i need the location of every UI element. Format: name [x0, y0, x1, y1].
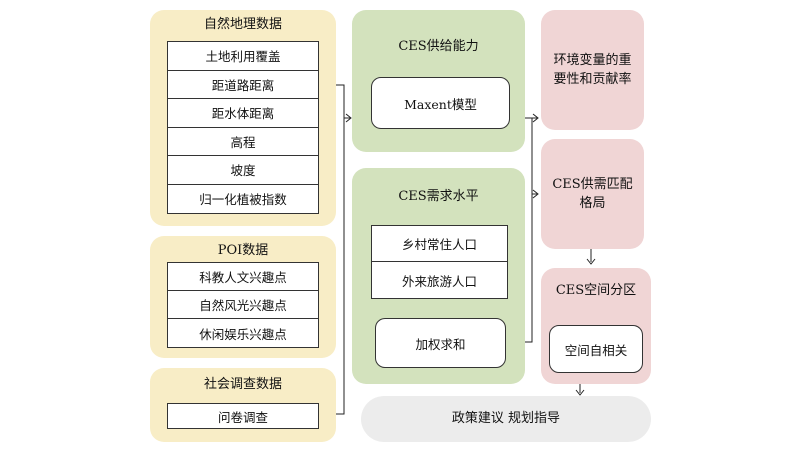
- social-title: 社会调查数据: [203, 377, 282, 392]
- supply-method-box: Maxent模型: [371, 77, 510, 129]
- natural-geo-item: 距道路距离: [168, 71, 318, 99]
- zoning-panel: CES空间分区 空间自相关: [541, 268, 651, 384]
- importance-panel: 环境变量的重 要性和贡献率: [541, 10, 644, 130]
- natural-geo-item: 高程: [168, 128, 318, 156]
- arrowhead-policy: [575, 389, 585, 396]
- policy-label: 政策建议 规划指导: [451, 411, 561, 426]
- poi-title: POI数据: [217, 243, 269, 258]
- social-item: 问卷调查: [217, 409, 268, 425]
- data-source-bracket: [336, 84, 345, 415]
- demand-item: 外来旅游人口: [401, 273, 477, 289]
- demand-method-box: 加权求和: [375, 318, 506, 368]
- natural-geo-panel: 自然地理数据 土地利用覆盖 距道路距离 距水体距离 高程 坡度 归一化植被指数: [150, 10, 336, 226]
- importance-text-line1: 环境变量的重: [553, 53, 632, 68]
- zoning-method-box: 空间自相关: [549, 325, 643, 373]
- arrowhead-supply: [345, 113, 352, 123]
- natural-geo-list: 土地利用覆盖 距道路距离 距水体距离 高程 坡度 归一化植被指数: [167, 41, 319, 214]
- social-list: 问卷调查: [167, 403, 319, 429]
- demand-item: 乡村常住人口: [372, 226, 507, 262]
- arrowhead-importance: [532, 113, 539, 123]
- supply-title: CES供给能力: [398, 39, 479, 54]
- poi-item: 休闲娱乐兴趣点: [199, 326, 287, 342]
- natural-geo-item: 坡度: [168, 156, 318, 185]
- importance-text-line2: 要性和贡献率: [553, 72, 632, 87]
- poi-item: 科教人文兴趣点: [168, 263, 318, 291]
- policy-banner: 政策建议 规划指导: [361, 396, 651, 442]
- poi-item: 自然风光兴趣点: [168, 291, 318, 319]
- matching-text-line1: CES供需匹配: [552, 177, 633, 192]
- matching-text-line2: 格局: [579, 196, 606, 211]
- arrowhead-zoning: [586, 258, 596, 265]
- supply-demand-bracket: [525, 117, 533, 343]
- social-panel: 社会调查数据 问卷调查: [150, 368, 336, 442]
- natural-geo-item: 归一化植被指数: [199, 192, 287, 208]
- zoning-title: CES空间分区: [555, 283, 637, 298]
- demand-title: CES需求水平: [398, 189, 479, 204]
- supply-panel: CES供给能力 Maxent模型: [352, 10, 525, 152]
- poi-list: 科教人文兴趣点 自然风光兴趣点 休闲娱乐兴趣点: [167, 262, 319, 348]
- natural-geo-item: 土地利用覆盖: [168, 42, 318, 71]
- matching-panel: CES供需匹配 格局: [541, 139, 644, 249]
- poi-panel: POI数据 科教人文兴趣点 自然风光兴趣点 休闲娱乐兴趣点: [150, 236, 336, 358]
- demand-panel: CES需求水平 乡村常住人口 外来旅游人口 加权求和: [352, 168, 525, 384]
- natural-geo-title: 自然地理数据: [203, 17, 282, 32]
- demand-list: 乡村常住人口 外来旅游人口: [371, 225, 508, 299]
- arrowhead-matching: [532, 189, 539, 199]
- natural-geo-item: 距水体距离: [168, 99, 318, 128]
